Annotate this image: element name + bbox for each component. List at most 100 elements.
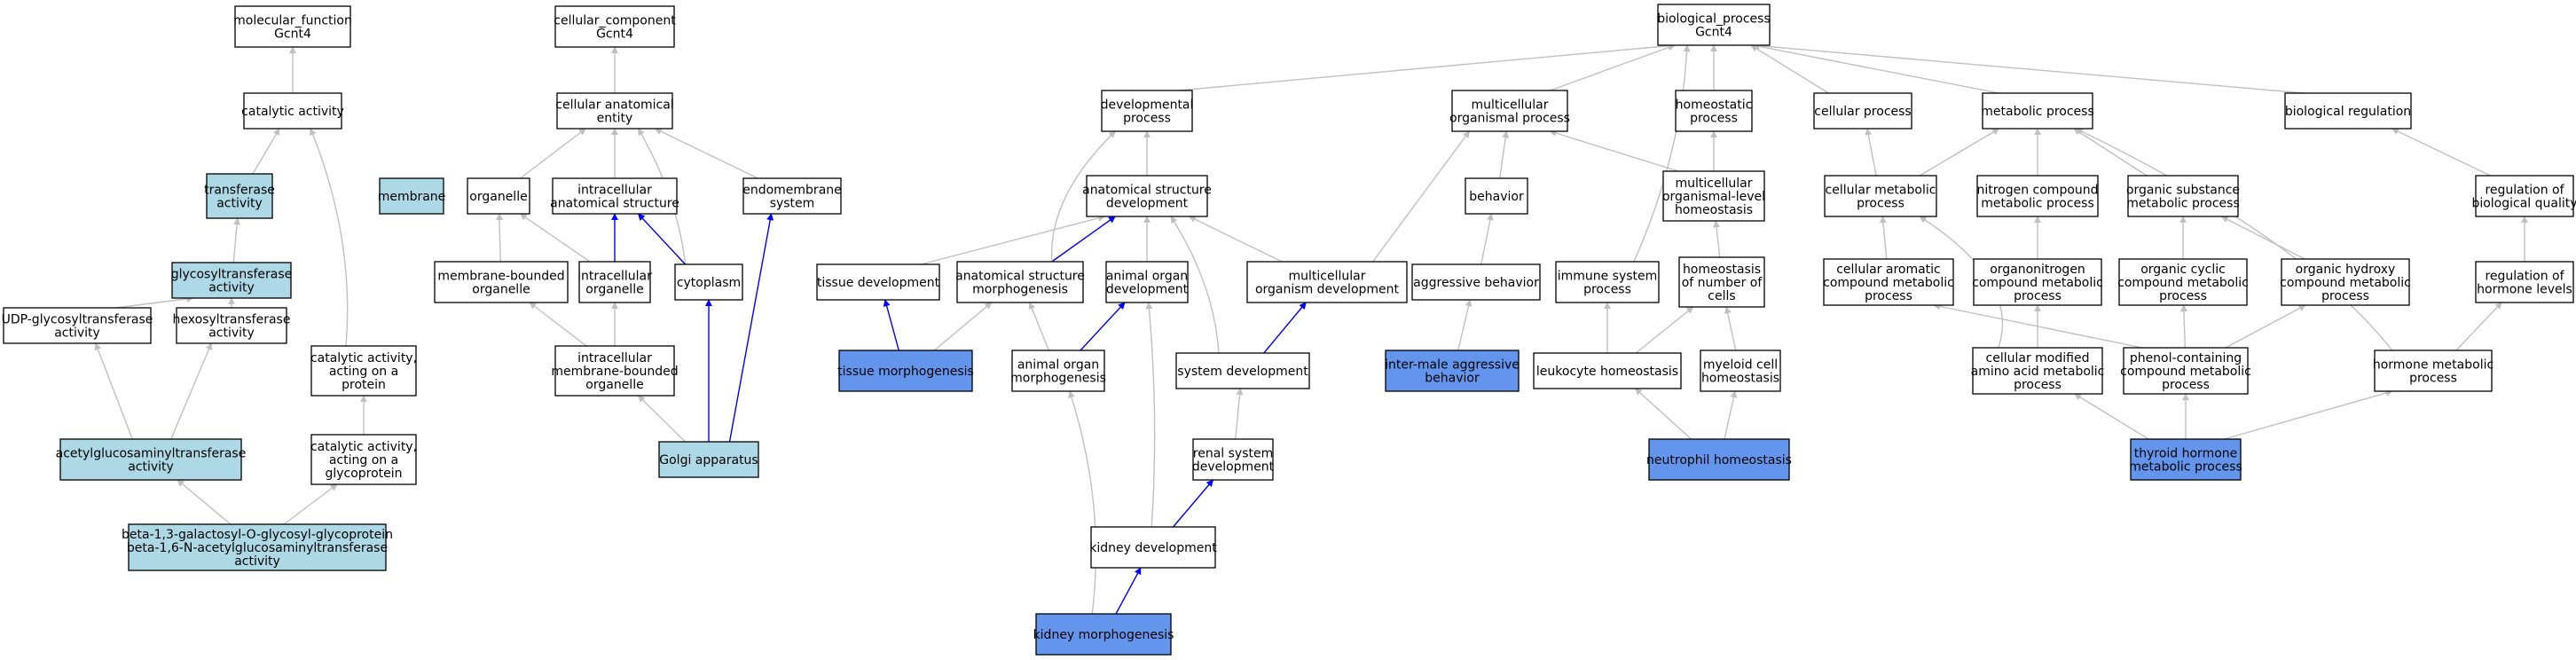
node-box [2127,175,2239,217]
node-label-line: organelle [469,190,527,204]
node-label-line: compound metabolic [1972,276,2103,290]
node-label-line: intracellular [577,270,652,284]
node-organelle[interactable]: organelle [467,177,530,215]
node-label-line: cellular anatomical [555,98,673,113]
node-box [1657,4,1771,46]
node-kidneymorph[interactable]: kidney morphogenesis [1033,613,1174,656]
edge-hnoc-to-molh [1713,220,1721,258]
node-label-line: biological_process [1657,12,1771,27]
node-tissdev[interactable]: tissue development [816,263,940,301]
node-box [1700,350,1781,392]
node-metab[interactable]: metabolic process [1981,92,2094,130]
node-kidneydev[interactable]: kidney development [1089,526,1217,569]
node-cellproc[interactable]: cellular process [1813,92,1912,130]
node-box [1555,261,1660,303]
node-label-line: endomembrane [742,184,842,198]
node-catglyco[interactable]: catalytic activity,acting on aglycoprote… [310,434,417,485]
node-label-line: anatomical structure [1082,184,1212,198]
node-label-line: development [1106,197,1189,211]
node-label-line: compound metabolic [2117,276,2249,290]
node-label-line: compound metabolic [1823,276,1954,290]
node-label-line: process [1857,197,1905,211]
node-aggr[interactable]: aggressive behavior [1411,263,1541,301]
edge-aom-to-asm [1028,302,1049,351]
node-label-line: intracellular [577,184,652,198]
edge-tissdev-to-asd [921,214,1106,265]
edge-tissmorph-to-asm [933,302,993,351]
node-sysdev[interactable]: system development [1175,352,1310,389]
node-neutro[interactable]: neutrophil homeostasis [1646,438,1792,481]
node-box [310,345,417,397]
node-beta[interactable]: beta-1,3-galactosyl-O-glycosyl-glycoprot… [122,523,393,571]
node-label-line: organelle [585,378,643,392]
node-catact[interactable]: catalytic activity [241,92,344,130]
node-label-line: metabolic process [1981,105,2094,119]
node-box [1675,90,1753,132]
node-label-line: metabolic process [2126,197,2240,211]
node-box [2475,175,2574,217]
node-label-line: organic substance [2126,184,2240,198]
node-label-line: activity [128,460,174,475]
node-label-line: Golgi apparatus [659,453,758,468]
node-label-line: neutrophil homeostasis [1646,453,1792,468]
node-cyto[interactable]: cytoplasm [674,263,743,301]
node-behavior[interactable]: behavior [1465,177,1528,215]
node-golgi[interactable]: Golgi apparatus [658,441,759,478]
node-label-line: molecular_function [233,14,352,28]
node-bioreg[interactable]: biological regulation [2284,92,2412,130]
node-membrane[interactable]: membrane [378,177,446,215]
edge-behavior-to-mop [1499,130,1510,179]
node-label-line: development [1192,460,1275,475]
node-leuk[interactable]: leukocyte homeostasis [1533,352,1682,389]
node-box [1973,258,2102,306]
node-label-line: tissue morphogenesis [837,365,974,379]
node-box [2374,350,2493,392]
node-tissmorph[interactable]: tissue morphogenesis [837,350,974,392]
node-label-line: catalytic activity, [310,440,417,454]
node-box [1451,90,1568,132]
node-label-line: process [1690,112,1738,126]
